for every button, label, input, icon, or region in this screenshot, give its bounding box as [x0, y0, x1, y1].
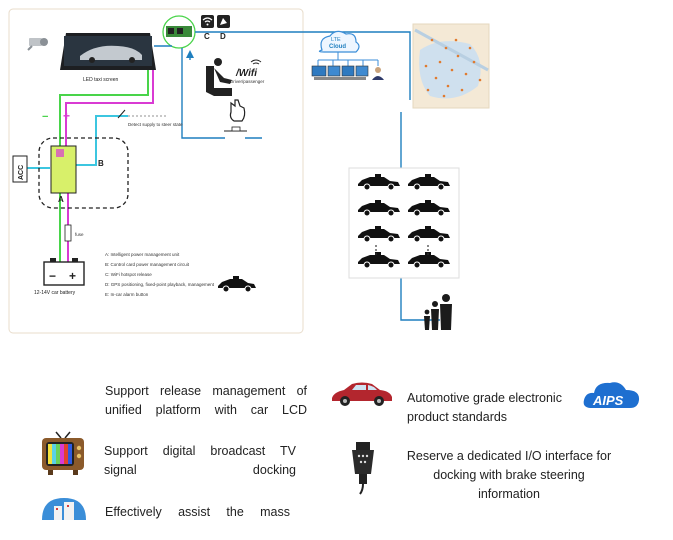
- taxi-icon: [358, 252, 400, 269]
- cloud-label-2: Cloud: [329, 44, 346, 50]
- legend-item-c: C: WiFi hotspot release: [105, 272, 152, 277]
- acc-label: ACC: [18, 165, 25, 180]
- label-b: B: [98, 159, 104, 168]
- connector-icon: [352, 442, 374, 495]
- label-a: A: [58, 195, 64, 204]
- svg-text:−: −: [49, 269, 56, 283]
- led-screen-icon: [60, 33, 156, 70]
- aips-badge: AIPS: [583, 382, 640, 408]
- fuse-label: fuse: [75, 232, 84, 237]
- feature-digital-tv: Support digital broadcast TV signal dock…: [104, 444, 296, 477]
- wifi-label: /Wifi: [235, 68, 257, 79]
- ellipsis-dot: [375, 253, 377, 255]
- screen-label: LED taxi screen: [83, 77, 119, 83]
- label-c: C: [204, 32, 210, 41]
- feature-release-management: Support release management of unified pl…: [105, 384, 307, 417]
- passenger-label: Driver/passenger: [230, 79, 265, 84]
- detect-label: Detect supply to steer state: [128, 122, 183, 127]
- hand-icon: [224, 99, 247, 132]
- ellipsis-dot: [427, 249, 429, 251]
- map-image: [412, 23, 490, 109]
- taxi-icon: [408, 200, 450, 217]
- acc-box: [12, 155, 28, 183]
- label-d: D: [220, 32, 226, 41]
- label-minus: −: [42, 111, 48, 123]
- wifi-icon: [201, 15, 214, 28]
- system-diagram: LED taxi screen C D /Wifi Driver/passeng…: [8, 8, 490, 334]
- person-icon: [372, 67, 384, 80]
- ellipsis-dot: [375, 249, 377, 251]
- family-icon: [424, 294, 452, 330]
- power-wires: [24, 70, 154, 285]
- legend: A: Intelligent power management unit B: …: [105, 252, 215, 297]
- monitor-icon: [311, 65, 369, 80]
- legend-item-e: E: In-car alarm button: [105, 292, 149, 297]
- blue-wires: [154, 31, 440, 321]
- taxi-icon: [408, 226, 450, 243]
- cloud-label-1: LTE: [331, 37, 341, 43]
- taxi-icon: [218, 276, 256, 293]
- taxi-icon: [358, 200, 400, 217]
- network-lines: [317, 52, 379, 66]
- taxi-icon: [358, 226, 400, 243]
- battery-label: 12-14V car battery: [34, 290, 76, 296]
- legend-item-d: D: GPS positioning, fixed-point playback…: [105, 282, 215, 287]
- legend-item-a: A: Intelligent power management unit: [105, 252, 180, 257]
- feature-assist-mass: Effectively assist the mass: [105, 505, 290, 519]
- ellipsis-dot: [375, 245, 377, 247]
- taxi-icon: [358, 174, 400, 191]
- ellipsis-dot: [427, 253, 429, 255]
- switch-line: [117, 109, 126, 119]
- legend-item-b: B: Control card power management circuit: [105, 262, 190, 267]
- fuse-icon: [64, 224, 72, 242]
- cloud-icon: LTE Cloud: [318, 30, 360, 53]
- taxi-icon: [408, 174, 450, 191]
- feature-automotive-grade: Automotive grade electronic product stan…: [407, 391, 562, 424]
- seat-icon: [206, 58, 232, 96]
- battery-icon: − +: [43, 258, 85, 286]
- building-icon: [42, 498, 86, 520]
- label-plus: +: [63, 109, 70, 123]
- ellipsis-dot: [427, 245, 429, 247]
- tv-icon: [42, 431, 84, 475]
- aips-label: AIPS: [592, 393, 624, 408]
- svg-text:+: +: [69, 269, 76, 283]
- feature-io-interface: Reserve a dedicated I/O interface for do…: [406, 449, 612, 501]
- taxi-fleet: [358, 174, 450, 269]
- gps-icon: [217, 15, 230, 28]
- camera-icon: [27, 38, 48, 51]
- car-icon: [332, 382, 392, 406]
